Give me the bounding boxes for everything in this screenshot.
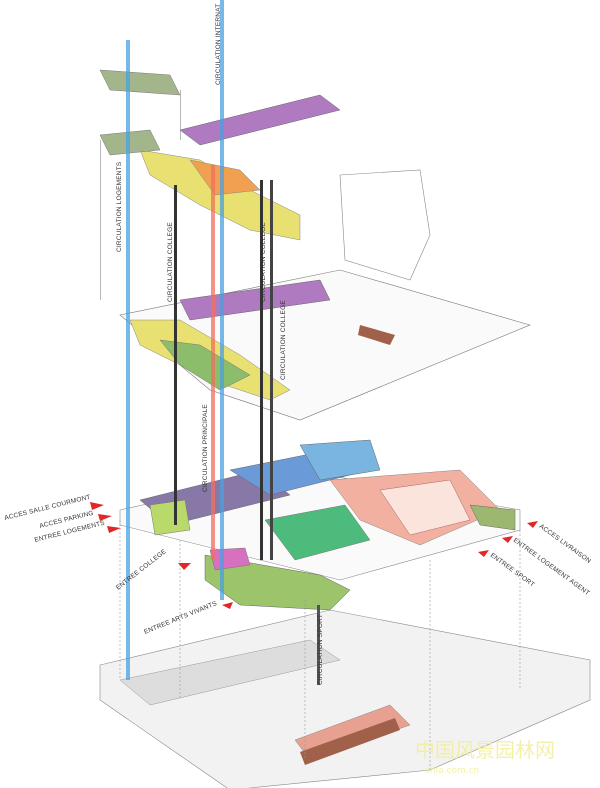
label-circulation-principale: CIRCULATION PRINCIPALE — [202, 404, 209, 492]
arrow-icon — [222, 602, 233, 609]
label-circulation-college: CIRCULATION COLLEGE — [280, 300, 287, 380]
circulation-shafts — [126, 0, 320, 685]
basement-block — [119, 639, 341, 706]
vertical-edge — [180, 90, 181, 140]
label-circulation-sport: CIRCULATION SPORT — [317, 614, 324, 685]
arrow-icon — [478, 550, 489, 557]
ground-floor-plan — [99, 609, 591, 788]
site-plan — [99, 609, 591, 788]
lime-block — [149, 499, 191, 536]
watermark-logo: 中国风景园林网 — [415, 738, 555, 762]
label-circulation-college: CIRCULATION COLLEGE — [167, 222, 174, 302]
circulation-sport-line — [317, 605, 320, 685]
vertical-edge — [100, 140, 101, 300]
arrow-icon — [502, 536, 513, 543]
ground-floor-level — [119, 439, 521, 611]
purple-block — [179, 279, 331, 321]
sports-field — [264, 504, 371, 561]
green-block — [469, 504, 516, 531]
circulation-logements-line — [126, 40, 130, 680]
entrance-arrows — [90, 502, 538, 609]
watermark-url: chla.com.cn — [425, 766, 479, 776]
gym-hall — [379, 479, 471, 536]
label-entree-college: ENTREE COLLEGE — [115, 548, 168, 592]
arrow-icon — [98, 514, 112, 521]
label-circulation-logements: CIRCULATION LOGEMENTS — [116, 161, 123, 252]
vertical-guides — [119, 520, 521, 770]
light-blue-block — [299, 439, 381, 481]
circulation-college-line-2 — [260, 180, 263, 560]
brown-block — [358, 325, 395, 345]
arrow-icon — [107, 526, 121, 533]
arrow-icon — [527, 521, 538, 528]
label-circulation-college: CIRCULATION COLLEGE — [260, 222, 267, 302]
label-entree-arts-vivants: ENTREE ARTS VIVANTS — [143, 600, 218, 636]
arrow-icon — [178, 563, 191, 570]
sports-hall-volume — [339, 169, 431, 281]
brown-block — [300, 718, 400, 765]
circulation-internat-line — [220, 0, 224, 600]
circulation-principale-line — [211, 165, 215, 560]
green-block — [204, 554, 351, 611]
circulation-college-line — [174, 185, 177, 525]
label-circulation-internat: CIRCULATION INTERNAT — [215, 4, 222, 85]
label-entree-logement-agent: ENTREE LOGEMENT AGENT — [512, 537, 591, 597]
circulation-college-line-3 — [270, 180, 273, 560]
arrow-icon — [90, 502, 104, 510]
label-entree-sport: ENTREE SPORT — [489, 552, 536, 589]
